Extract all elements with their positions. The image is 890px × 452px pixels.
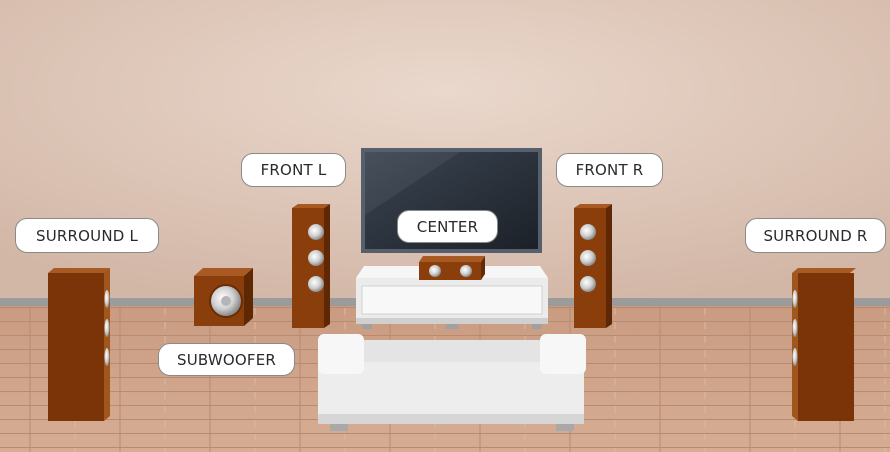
sofa — [318, 334, 586, 431]
front-l-speaker — [292, 204, 330, 328]
center-speaker — [419, 256, 485, 280]
center-label: CENTER — [397, 210, 498, 243]
front-l-label: FRONT L — [241, 153, 346, 187]
surround-r-label: SURROUND R — [745, 218, 886, 253]
surround-l-speaker — [48, 268, 110, 421]
subwoofer-label: SUBWOOFER — [158, 343, 295, 376]
surround-l-label: SURROUND L — [15, 218, 159, 253]
surround-r-speaker — [792, 268, 856, 421]
front-r-speaker — [574, 204, 612, 328]
front-r-label: FRONT R — [556, 153, 663, 187]
subwoofer-speaker — [194, 268, 253, 326]
